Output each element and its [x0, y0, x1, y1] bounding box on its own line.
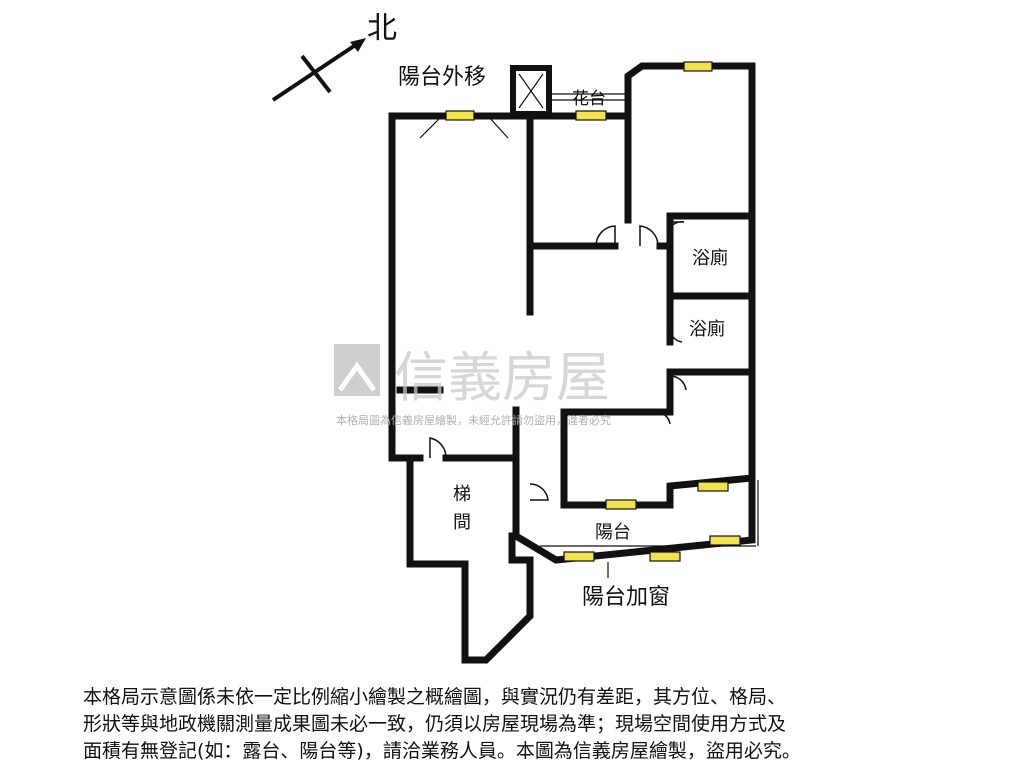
watermark: 信義房屋 本格局圖為信義房屋繪製，未經允許請勿盜用，違者必究	[334, 344, 611, 427]
disclaimer-line-3: 面積有無登記(如：露台、陽台等)，請洽業務人員。本圖為信義房屋繪製，盜用必究。	[83, 740, 801, 762]
watermark-notice: 本格局圖為信義房屋繪製，未經允許請勿盜用，違者必究	[336, 413, 611, 427]
window	[697, 481, 729, 492]
disclaimer: 本格局示意圖係未依一定比例縮小繪製之概繪圖，與實況仍有差距，其方位、格局、 形狀…	[83, 684, 963, 765]
floor-plan: 北	[271, 11, 759, 664]
compass-north-label: 北	[367, 11, 397, 46]
bathroom-1-label: 浴廁	[692, 247, 728, 269]
compass-arrowhead	[350, 38, 366, 52]
watermark-logo-roof	[337, 361, 377, 392]
balcony-window-label: 陽台加窗	[582, 585, 670, 610]
window	[683, 61, 713, 72]
compass-arrow	[271, 40, 362, 102]
compass-cross	[300, 54, 332, 94]
window	[575, 110, 607, 121]
stairwell-label-1: 梯	[453, 484, 471, 505]
balcony-moved-out-label: 陽台外移	[398, 65, 486, 90]
air-shaft	[510, 65, 552, 117]
disclaimer-line-2: 形狀等與地政機關測量成果圖未必一致，仍須以房屋現場為準；現場空間使用方式及	[83, 713, 787, 735]
balcony-outline	[419, 93, 759, 578]
stairwell-label-2: 間	[453, 512, 471, 533]
window	[709, 535, 741, 546]
windows	[445, 61, 741, 562]
window	[445, 110, 475, 121]
compass: 北	[271, 11, 397, 102]
walls	[388, 62, 756, 664]
flower-bed-label: 花台	[572, 89, 606, 109]
window	[649, 551, 681, 562]
watermark-brand: 信義房屋	[394, 346, 610, 409]
window	[605, 499, 637, 510]
bathroom-2-label: 浴廁	[689, 318, 725, 340]
door-swings	[429, 221, 687, 501]
window	[563, 551, 595, 562]
disclaimer-line-1: 本格局示意圖係未依一定比例縮小繪製之概繪圖，與實況仍有差距，其方位、格局、	[83, 686, 787, 708]
balcony-label: 陽台	[595, 522, 631, 543]
